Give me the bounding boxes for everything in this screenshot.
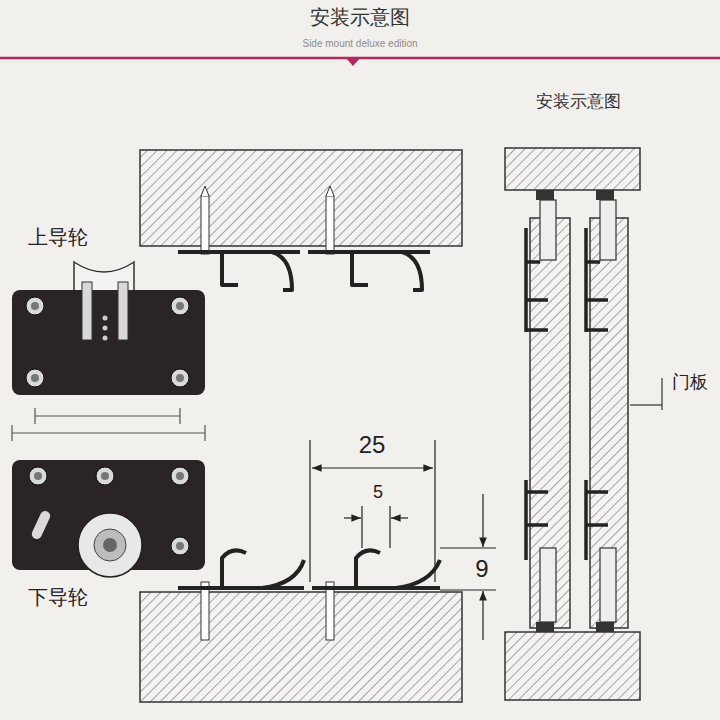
dimension-value: 9 [475, 555, 488, 583]
part-name: 下导轮 [28, 586, 88, 609]
upper-guide-wheel [12, 262, 205, 441]
page-title: 安装示意图 [310, 6, 410, 29]
dimension-value: 5 [373, 482, 383, 503]
header-rule [0, 58, 720, 66]
part-name: 上导轮 [28, 226, 88, 249]
bottom-board-section [140, 550, 462, 702]
side-view [505, 148, 662, 700]
dimension-value: 25 [359, 431, 386, 459]
part-name: 门板 [672, 372, 708, 393]
dimension-lines [310, 440, 496, 640]
top-board-section [140, 150, 462, 290]
lower-guide-wheel [12, 460, 205, 577]
view-title: 安装示意图 [536, 92, 621, 112]
subtitle: Side mount deluxe edition [302, 38, 417, 50]
